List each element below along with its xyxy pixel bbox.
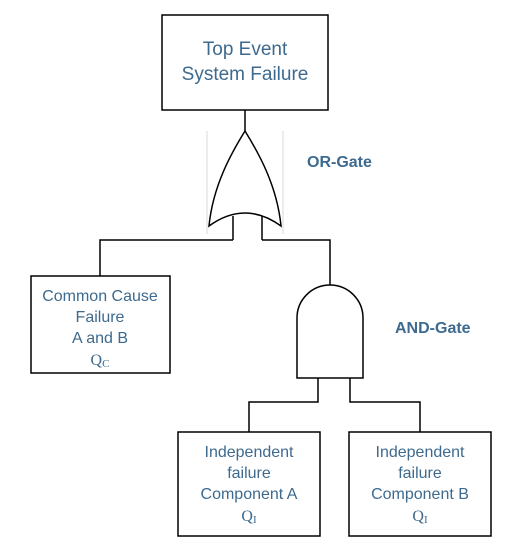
top-event-line1: Top Event	[203, 39, 288, 60]
component-a-q-sub: I	[253, 514, 257, 526]
connector-or-and	[262, 239, 331, 285]
component-a-line2: failure	[227, 465, 271, 482]
common-cause-box: Common Cause Failure A and B QC	[30, 275, 171, 374]
component-a-q-symbol: Q	[241, 508, 253, 525]
component-a-line1: Independent	[205, 444, 295, 461]
top-event-line2: System Failure	[182, 64, 309, 85]
common-cause-q-symbol: Q	[91, 352, 103, 369]
component-b-line3: Component B	[371, 486, 469, 503]
and-gate-label: AND-Gate	[395, 320, 471, 337]
common-cause-line3: A and B	[72, 330, 128, 347]
connector-or-common-cause	[99, 239, 233, 276]
component-b-box: Independent failure Component B QI	[348, 431, 492, 537]
component-b-line1: Independent	[376, 444, 466, 461]
connector-and-component-a	[248, 378, 319, 432]
component-b-q: QI	[412, 508, 428, 526]
component-b-line2: failure	[398, 465, 442, 482]
component-b-q-symbol: Q	[412, 508, 424, 525]
and-gate-symbol	[296, 284, 364, 379]
component-a-line3: Component A	[201, 486, 298, 503]
common-cause-line2: Failure	[76, 309, 125, 326]
top-event-box: Top Event System Failure	[161, 14, 329, 111]
or-gate-symbol	[208, 129, 282, 228]
common-cause-q-sub: C	[102, 358, 109, 370]
component-a-box: Independent failure Component A QI	[177, 431, 321, 537]
common-cause-line1: Common Cause	[42, 288, 158, 305]
component-a-q: QI	[241, 508, 257, 526]
connector-and-component-b	[349, 378, 421, 432]
common-cause-q: QC	[91, 352, 110, 370]
component-b-q-sub: I	[424, 514, 428, 526]
or-gate-label: OR-Gate	[307, 154, 372, 171]
